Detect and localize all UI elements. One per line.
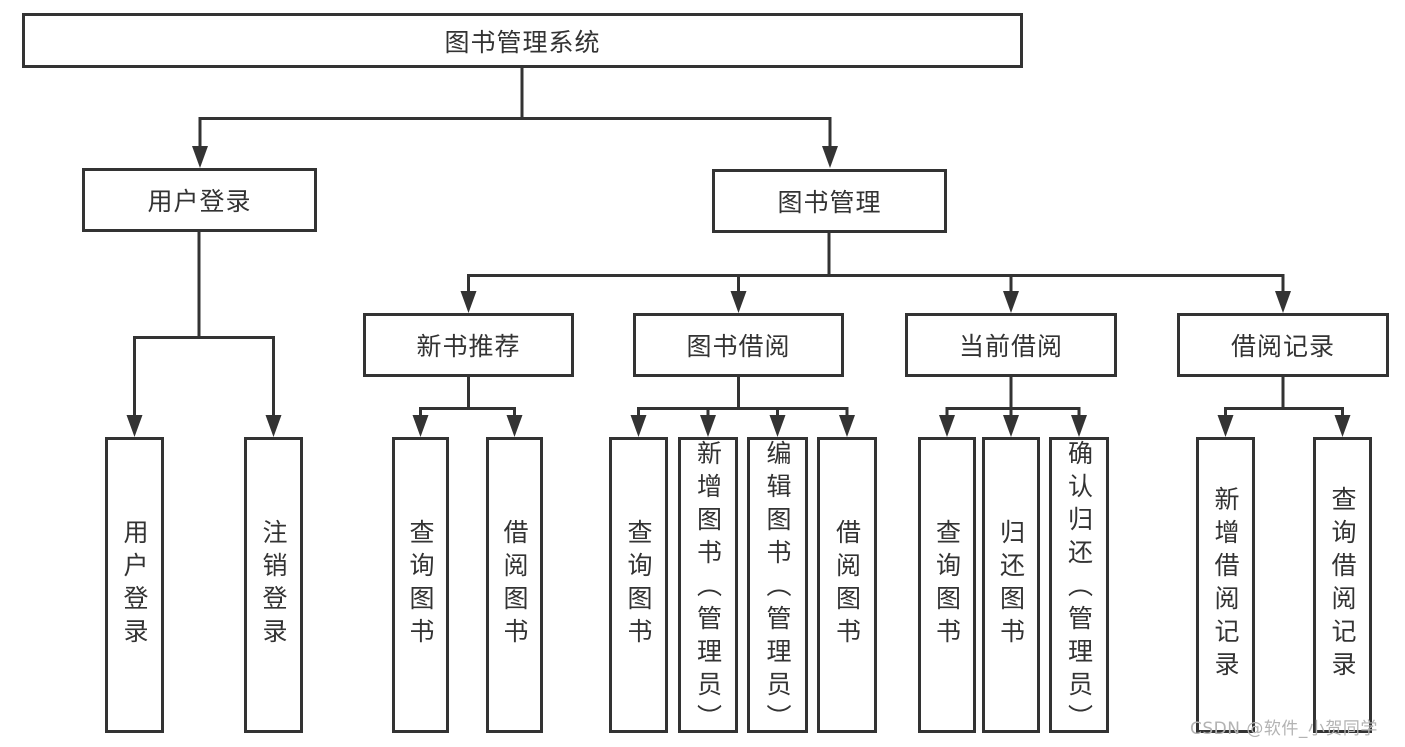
leaf-query-books-recommend-label: 查询图书 [406,519,435,651]
node-user-login-label: 用户登录 [147,187,252,216]
leaf-edit-book-admin: 编辑图书（管理员） [747,437,808,737]
leaf-return-book-label: 归还图书 [996,519,1026,651]
arrow-down-icon [265,415,282,437]
arrow-down-icon [630,415,647,437]
leaf-query-books-current: 查询图书 [918,437,976,733]
leaf-query-books-recommend: 查询图书 [392,437,449,733]
leaf-logout: 注销登录 [244,437,303,733]
leaf-add-borrow-record-label: 新增借阅记录 [1211,486,1240,684]
leaf-query-borrow-record-label: 查询借阅记录 [1328,486,1357,684]
arrow-down-icon [412,415,429,437]
connector-recommend-bar [419,407,516,416]
leaf-confirm-return-admin-label: 确认归还（管理员） [1064,440,1094,737]
node-root-label: 图书管理系统 [444,27,601,57]
node-user-login: 用户登录 [82,168,317,232]
arrow-down-icon [939,415,955,437]
arrow-down-icon [839,415,855,437]
node-new-book-recommend: 新书推荐 [363,313,574,377]
arrow-down-icon [1071,415,1087,437]
node-borrow-record: 借阅记录 [1177,313,1389,377]
connector-record-bar [1224,407,1344,416]
leaf-add-book-admin: 新增图书（管理员） [678,437,738,737]
node-book-management: 图书管理 [712,169,947,233]
arrow-down-icon [730,291,747,313]
leaf-return-book: 归还图书 [982,437,1040,733]
leaf-borrow-books-borrow-label: 借阅图书 [832,519,862,651]
leaf-query-books-borrow-label: 查询图书 [624,519,653,651]
leaf-user-login-label: 用户登录 [120,519,149,651]
leaf-add-book-admin-label: 新增图书（管理员） [693,440,723,737]
arrow-down-icon [506,415,523,437]
csdn-watermark: CSDN @软件_小贺同学 [1190,719,1378,739]
connector-user-bar [133,336,275,416]
arrow-down-icon [1003,415,1019,437]
node-current-borrow: 当前借阅 [905,313,1117,377]
leaf-add-borrow-record: 新增借阅记录 [1196,437,1255,733]
connector-level1-bar [198,117,832,147]
leaf-query-borrow-record: 查询借阅记录 [1313,437,1372,733]
arrow-down-icon [1003,291,1019,313]
arrow-down-icon [1334,415,1351,437]
arrow-down-icon [700,415,716,437]
arrow-down-icon [769,415,786,437]
leaf-query-books-borrow: 查询图书 [609,437,668,733]
leaf-borrow-books-borrow: 借阅图书 [817,437,877,733]
leaf-logout-label: 注销登录 [259,519,288,651]
node-book-borrow-label: 图书借阅 [686,332,791,361]
arrow-down-icon [126,415,143,437]
arrow-down-icon [460,291,477,313]
node-borrow-record-label: 借阅记录 [1230,332,1335,361]
node-book-borrow: 图书借阅 [633,313,844,377]
arrow-down-icon [1275,291,1291,313]
leaf-borrow-books-recommend-label: 借阅图书 [500,519,529,651]
arrow-down-icon [822,146,838,168]
connector-level3-bar [467,274,1285,292]
arrow-down-icon [1217,415,1234,437]
arrow-down-icon [192,146,208,168]
connector-current-bar [945,407,1081,416]
leaf-edit-book-admin-label: 编辑图书（管理员） [763,440,792,737]
node-book-management-label: 图书管理 [777,188,882,217]
leaf-confirm-return-admin: 确认归还（管理员） [1049,437,1109,737]
connector-borrow-bar [637,407,849,416]
leaf-user-login: 用户登录 [105,437,164,733]
leaf-borrow-books-recommend: 借阅图书 [486,437,543,733]
node-current-borrow-label: 当前借阅 [958,332,1063,361]
node-new-book-recommend-label: 新书推荐 [416,332,521,361]
leaf-query-books-current-label: 查询图书 [932,519,962,651]
node-root: 图书管理系统 [22,13,1023,68]
